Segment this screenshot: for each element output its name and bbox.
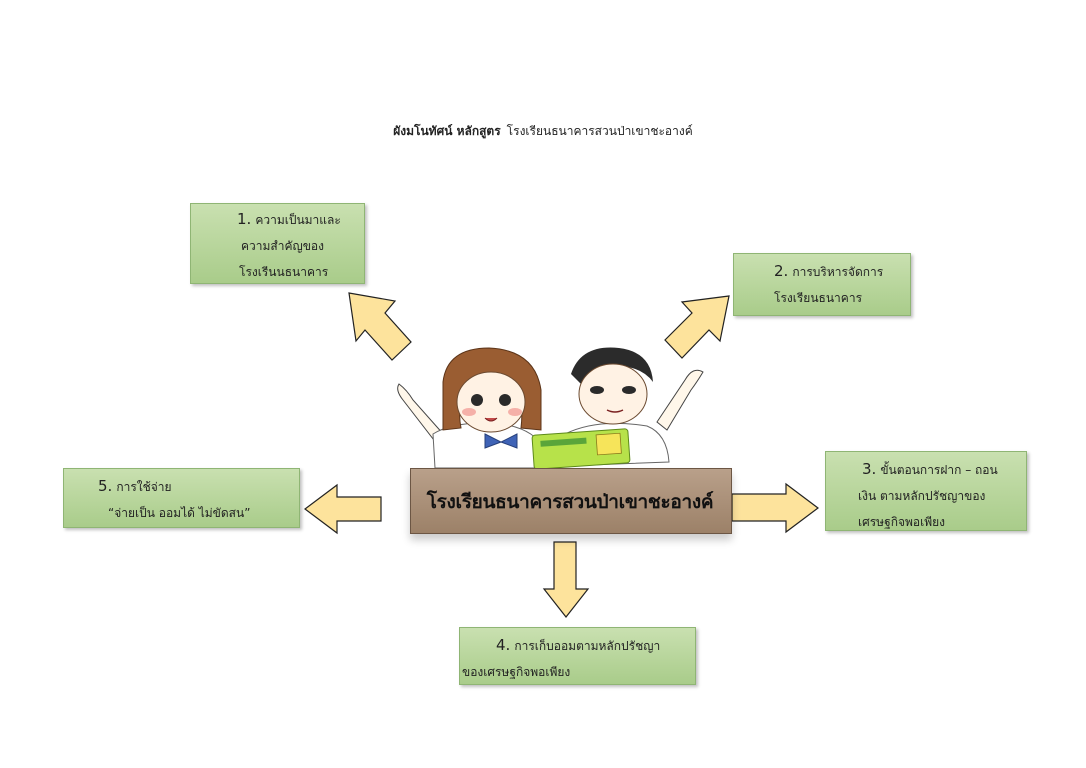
topic-box-3: 3.ขั้นตอนการฝาก – ถอน เงิน ตามหลักปรัชญา… — [825, 451, 1027, 531]
topic-text: การเก็บออมตามหลักปรัชญา — [514, 639, 661, 653]
arrow-down-icon — [542, 541, 590, 618]
topic-number: 2. — [774, 262, 789, 280]
topic-text: เงิน ตามหลักปรัชญาของ — [858, 489, 986, 503]
topic-text: ความเป็นมาและ — [255, 213, 341, 227]
arrow-left-icon — [304, 483, 382, 535]
topic-text: ขั้นตอนการฝาก – ถอน — [880, 463, 998, 477]
students-illustration — [397, 347, 704, 470]
topic-text: การบริหารจัดการ — [792, 265, 884, 279]
topic-text: โรงเรียนธนาคาร — [774, 291, 863, 305]
title-bold: ผังมโนทัศน์ หลักสูตร — [393, 124, 501, 138]
topic-box-1: 1.ความเป็นมาและ ความสำคัญของ โรงเรีนนธนา… — [190, 203, 365, 284]
topic-box-5: 5.การใช้จ่าย “จ่ายเป็น ออมได้ ไม่ขัดสน” — [63, 468, 300, 528]
center-title: โรงเรียนธนาคารสวนป่าเขาชะอางค์ — [426, 491, 714, 513]
topic-box-4: 4.การเก็บออมตามหลักปรัชญา ของเศรษฐกิจพอเ… — [459, 627, 696, 685]
topic-text: ของเศรษฐกิจพอเพียง — [462, 665, 571, 679]
topic-box-2: 2.การบริหารจัดการ โรงเรียนธนาคาร — [733, 253, 911, 316]
topic-number: 5. — [98, 477, 113, 495]
topic-number: 4. — [496, 636, 511, 654]
topic-number: 1. — [237, 210, 252, 228]
arrow-up-left-icon — [348, 292, 412, 361]
arrow-right-icon — [731, 482, 819, 534]
page-title: ผังมโนทัศน์ หลักสูตร โรงเรียนธนาคารสวนป่า… — [0, 122, 1086, 141]
topic-text: การใช้จ่าย — [116, 480, 172, 494]
topic-text: “จ่ายเป็น ออมได้ ไม่ขัดสน” — [108, 506, 251, 520]
topic-text: เศรษฐกิจพอเพียง — [858, 515, 946, 529]
topic-text: ความสำคัญของ — [241, 239, 324, 253]
title-rest: โรงเรียนธนาคารสวนป่าเขาชะอางค์ — [506, 124, 693, 138]
center-desk — [410, 468, 732, 534]
topic-number: 3. — [862, 460, 877, 478]
arrow-up-right-icon — [664, 295, 730, 359]
topic-text: โรงเรีนนธนาคาร — [239, 265, 329, 279]
